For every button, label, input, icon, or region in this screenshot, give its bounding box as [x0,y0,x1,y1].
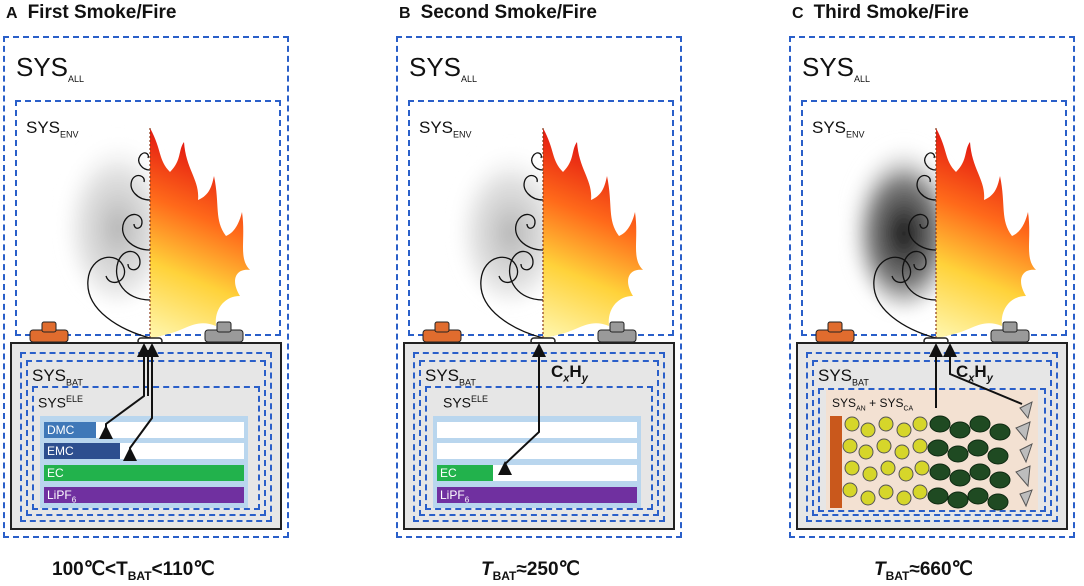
dmc-bar: DMC [44,422,96,438]
vent-arrow-icon [929,343,1023,408]
panel-title-text: First Smoke/Fire [27,2,177,23]
panel-letter: C [792,5,804,22]
smoke-cloud [63,135,173,305]
smoke-fire-illustration [29,128,250,345]
smoke-cloud [456,145,566,305]
terminal-positive [29,321,69,343]
sys-bat-label: SYSBAT [32,366,83,388]
sys-bat-label: SYSBAT [818,366,869,388]
panel-title-text: Second Smoke/Fire [420,2,597,23]
vent-arrow-icon [99,343,159,461]
sys-env-label: SYSENV [26,118,79,140]
terminal-negative [597,321,637,343]
gas-formula-label: CxHy [551,362,588,385]
sys-env-boundary [15,100,281,336]
smoke-swirl-icon [87,152,151,339]
flame-icon [150,128,250,338]
panel-title: A First Smoke/Fire [6,2,176,24]
temperature-condition: 100℃<TBAT<110℃ [52,559,215,583]
ec-bar: EC [44,465,244,481]
smoke-fire-illustration [422,128,643,345]
sys-bat-boundary-inner [26,360,266,516]
temperature-condition: TBAT≈660℃ [874,559,973,583]
sys-all-boundary [396,36,682,538]
flame-icon [936,128,1036,338]
sys-env-label: SYSENV [812,118,865,140]
sys-env-boundary [801,100,1067,336]
terminal-negative [204,321,244,343]
vent-arrow-icon [498,343,546,475]
emc-bar: EMC [44,443,120,459]
lipf6-bar: LiPF6 [44,487,244,504]
panel-title: C Third Smoke/Fire [792,2,969,24]
sys-all-boundary [3,36,289,538]
temperature-condition: TBAT≈250℃ [481,559,580,583]
panel-letter: B [399,5,411,22]
sys-all-label: SYSALL [409,52,478,85]
gas-formula-label: CxHy [956,362,993,385]
anode-particles [842,416,930,506]
sys-bat-boundary-inner [812,360,1052,516]
smoke-swirl-icon [480,152,544,339]
ec-bar: EC [437,465,493,481]
sys-ele-boundary [32,386,260,510]
track-row [437,422,637,438]
vent-arrows [498,343,546,475]
sys-all-label: SYSALL [802,52,871,85]
anode-current-collector [830,416,842,508]
panel-title: B Second Smoke/Fire [399,2,597,24]
lipf6-bar: LiPF6 [437,487,637,504]
sys-bat-label: SYSBAT [425,366,476,388]
sys-ele-label: SYSELE [443,394,489,411]
panel-title-text: Third Smoke/Fire [813,2,969,23]
cathode-collector-shards [1015,401,1033,508]
panel-c: C Third Smoke/Fire SYSALL SYSENV SYSBAT C… [786,0,1084,586]
smoke-swirl-icon [873,152,937,339]
sys-env-boundary [408,100,674,336]
sys-all-label: SYSALL [16,52,85,85]
sys-all-boundary [789,36,1075,538]
sys-an-ca-boundary [818,388,1046,512]
sys-an-ca-label: SYSAN + SYSCA [832,396,914,413]
smoke-fire-illustration [815,128,1036,345]
sys-env-label: SYSENV [419,118,472,140]
panel-letter: A [6,5,18,22]
smoke-cloud [849,140,959,310]
panel-a: A First Smoke/Fire SYSALL SYSENV SYSBAT S… [0,0,320,586]
flame-icon [543,128,643,338]
terminal-positive [422,321,462,343]
track-row [437,443,637,459]
vent-arrows [99,343,159,461]
cathode-particles [927,415,1011,511]
electrode-illustration [830,343,1033,511]
sys-ele-label: SYSELE [38,394,84,411]
